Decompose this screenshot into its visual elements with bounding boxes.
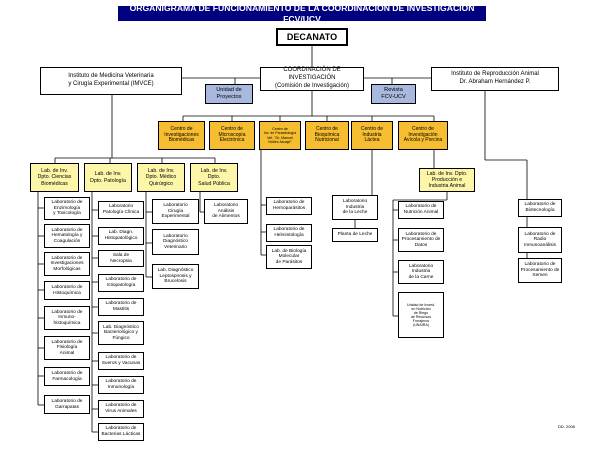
lab-dpto-box: Lab. de Inv. Dpto. Salud Pública — [190, 163, 238, 192]
imvce-box: Instituto de Medicina Veterinaria y Ciru… — [40, 67, 182, 95]
centro-box: Centro de Investigaciones Biomédicas — [158, 121, 205, 150]
laboratorio-box: Laboratorio de Ictiopatología — [98, 274, 144, 292]
laboratorio-box: Laboratorio Diagnóstico Veterinario — [152, 229, 199, 255]
laboratorio-box: Laboratorio de Sueros y Vacunas — [98, 352, 144, 370]
laboratorio-box: Lab. Diagn. Histopatológico — [98, 227, 144, 245]
lab-dpto-box: Lab. de Inv. Dpto. Ciencias Biomédicas — [30, 163, 79, 192]
lab-dpto-box: Lab. de Inv. Dpto. Patología — [84, 163, 132, 192]
centro-box: Centro de Industria Láctea — [351, 121, 393, 150]
centro-box: Centro de Bioquímica Nutricional — [305, 121, 349, 150]
laboratorio-box: Laboratorio de Investigaciones Morfológi… — [44, 252, 90, 276]
laboratorio-box: Laboratorio de Hematología y Coagulación — [44, 224, 90, 248]
coordinacion-box: COORDINACIÓN DE INVESTIGACIÓN (Comisión … — [260, 67, 364, 91]
decanato-box: DECANATO — [276, 28, 348, 46]
laboratorio-box: Laboratorio de Histoquímica — [44, 281, 90, 300]
reproduccion-box: Instituto de Reproducción Animal Dr. Abr… — [431, 67, 559, 91]
laboratorio-box: Laboratorio de Farmacología — [44, 367, 90, 386]
laboratorio-box: Laboratorio Cirugía Experimental — [152, 199, 199, 224]
laboratorio-box: Laboratorio de Radio Inmunoanálisis — [518, 227, 562, 253]
lab-dpto-box: Lab. de Inv. Dpto. Producción e Industri… — [419, 168, 475, 192]
centro-box: Centro de Investigación Avícola y Porcin… — [398, 121, 448, 150]
laboratorio-box: Laboratorio Patología Clínica — [98, 201, 144, 219]
laboratorio-box: Laboratorio de Virus Animales — [98, 400, 144, 418]
laboratorio-box: Laboratorio de Hemoparásitos — [266, 197, 312, 215]
laboratorio-box: Planta de Leche — [332, 228, 378, 242]
laboratorio-box: Laboratorio de Inmunología — [98, 376, 144, 394]
laboratorio-box: Laboratorio Industria de la Leche — [332, 195, 378, 220]
date-stamp: DD. 2008 — [558, 424, 575, 429]
laboratorio-box: Laboratorio de Procesamiento de Semen — [518, 258, 562, 283]
laboratorio-box: Laboratorio de Inmuno- histoquímica — [44, 306, 90, 330]
laboratorio-box: Laboratorio Análisis de Alimentos — [204, 199, 248, 224]
lab-dpto-box: Lab. de Inv. Dpto. Médico Quirúrgico — [137, 163, 185, 192]
laboratorio-box: Laboratorio de Bacterias Lácticas — [98, 423, 144, 441]
laboratorio-box: Laboratorio de Biotecnología — [518, 199, 562, 217]
laboratorio-box: Laboratorio de Garrapatas — [44, 395, 90, 414]
chart-title: ORGANIGRAMA DE FUNCIONAMIENTO DE LA COOR… — [118, 3, 486, 24]
unidad-proyectos-box: Unidad de Proyectos — [205, 84, 253, 104]
centro-box: Centro de Inv. de Parasitología Vet. "Dr… — [259, 121, 301, 150]
laboratorio-box: Laboratorio de Helmintología — [266, 224, 312, 242]
laboratorio-box: Unidad de Invest. en Nutrición de Riego … — [398, 292, 444, 338]
laboratorio-box: Laboratorio de Mastitis — [98, 298, 144, 316]
laboratorio-box: Laboratorio Industria de la Carne — [398, 260, 444, 284]
laboratorio-box: Laboratorio de Procesamiento de Datos — [398, 228, 444, 252]
laboratorio-box: Lab. Diagnóstico Bacteriológico y Fúngic… — [98, 321, 144, 345]
laboratorio-box: Lab. Diagnóstico Leptospirosis y Brucelo… — [152, 264, 199, 289]
revista-box: Revista FCV-UCV — [371, 84, 416, 104]
laboratorio-box: Sala de Necropsia — [98, 250, 144, 267]
laboratorio-box: Laboratorio de Fisiología Animal — [44, 336, 90, 360]
laboratorio-box: Laboratorio de Nutrición Animal — [398, 201, 444, 219]
centro-box: Centro de Microscopía Electrónica — [209, 121, 255, 150]
laboratorio-box: Laboratorio de Enzimología y Toxicología — [44, 197, 90, 220]
laboratorio-box: Lab. de Biología Molecular de Parásitos — [266, 245, 312, 269]
